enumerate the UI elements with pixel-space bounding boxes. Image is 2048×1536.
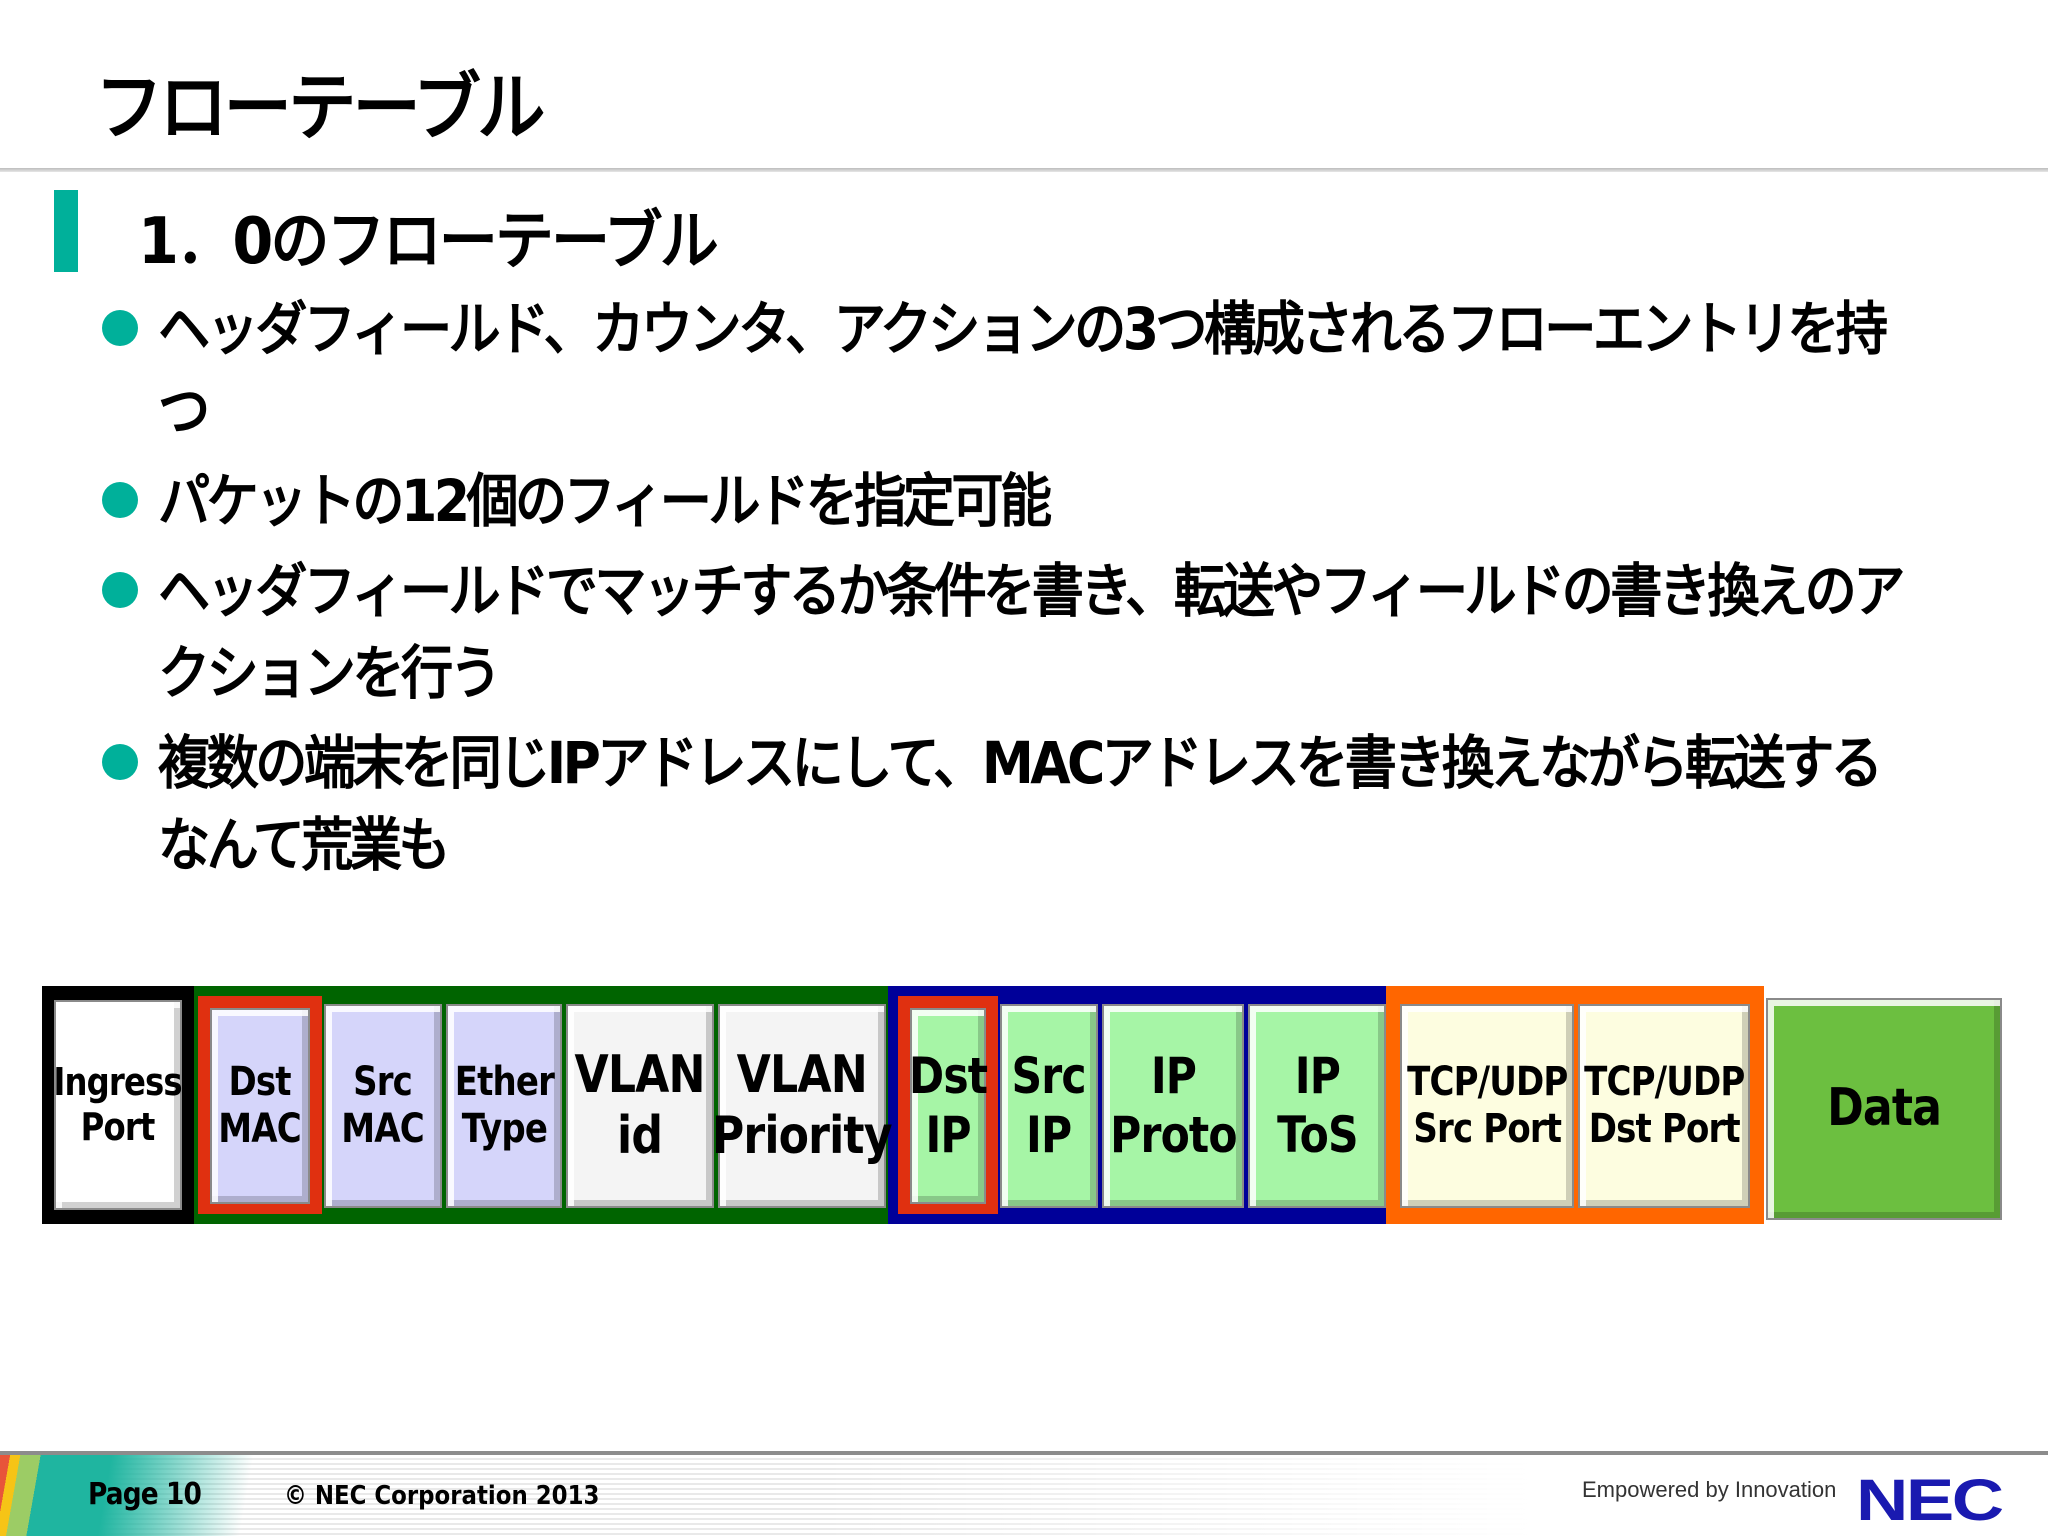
bullet-dot-icon bbox=[102, 482, 138, 518]
slide-title: フローテーブル bbox=[95, 65, 545, 151]
field-src-mac: Src MAC bbox=[324, 1004, 442, 1208]
nec-logo: NEC bbox=[1856, 1468, 2004, 1533]
section-marker bbox=[54, 190, 78, 272]
bullet-item: 複数の端末を同じIPアドレスにして、MACアドレスを書き換えながら転送するなんて… bbox=[100, 722, 1920, 886]
title-divider bbox=[0, 168, 2048, 172]
field-data: Data bbox=[1766, 998, 2002, 1220]
field-ether-type: Ether Type bbox=[446, 1004, 562, 1208]
field-ingress-port: Ingress Port bbox=[54, 1000, 183, 1210]
field-ip-proto: IP Proto bbox=[1102, 1004, 1244, 1208]
footer-divider bbox=[0, 1451, 2048, 1455]
bullet-item: ヘッダフィールド、カウンタ、アクションの3つ構成されるフローエントリを持つ bbox=[100, 288, 1920, 452]
section-title: 1．0のフローテーブル bbox=[138, 205, 719, 279]
footer: Page 10 © NEC Corporation 2013 Empowered… bbox=[0, 1455, 2048, 1536]
field-dst-mac: Dst MAC bbox=[210, 1008, 310, 1204]
bullet-dot-icon bbox=[102, 744, 138, 780]
brand-swoosh-icon bbox=[0, 1455, 340, 1536]
field-ip-tos: IP ToS bbox=[1248, 1004, 1386, 1208]
field-tcp-udp-dst-port: TCP/UDP Dst Port bbox=[1578, 1004, 1750, 1208]
bullet-dot-icon bbox=[102, 310, 138, 346]
field-vlan-priority: VLAN Priority bbox=[712, 1004, 893, 1208]
page-number: Page 10 bbox=[88, 1477, 202, 1512]
bullet-item: パケットの12個のフィールドを指定可能 bbox=[100, 460, 1920, 542]
field-tcp-udp-src-port: TCP/UDP Src Port bbox=[1400, 1004, 1574, 1208]
field-src-ip: Src IP bbox=[1000, 1004, 1098, 1208]
tagline: Empowered by Innovation bbox=[1582, 1477, 1837, 1502]
field-vlan-id: VLAN id bbox=[566, 1004, 714, 1208]
bullet-list: ヘッダフィールド、カウンタ、アクションの3つ構成されるフローエントリを持つ パケ… bbox=[100, 288, 1920, 886]
field-dst-ip: Dst IP bbox=[909, 1008, 988, 1204]
copyright: © NEC Corporation 2013 bbox=[284, 1481, 600, 1511]
bullet-dot-icon bbox=[102, 572, 138, 608]
bullet-item: ヘッダフィールドでマッチするか条件を書き、転送やフィールドの書き換えのアクション… bbox=[100, 550, 1920, 714]
